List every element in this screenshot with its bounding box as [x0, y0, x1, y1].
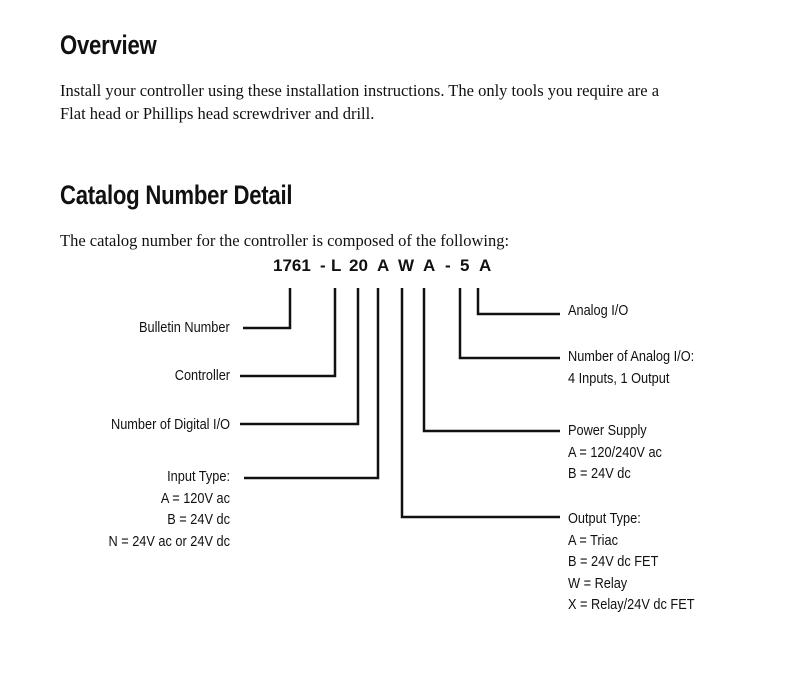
label-digital: Number of Digital I/O — [110, 416, 230, 433]
overview-text: Install your controller using these inst… — [60, 79, 659, 125]
num-analog-title: Number of Analog I/O: — [568, 348, 695, 365]
line-input — [244, 288, 380, 480]
line-output — [400, 288, 560, 519]
line-controller — [240, 288, 337, 378]
label-bulletin: Bulletin Number — [139, 319, 230, 336]
power-title: Power Supply — [568, 422, 647, 439]
output-x: X = Relay/24V dc FET — [568, 596, 695, 613]
output-title: Output Type: — [568, 510, 641, 527]
code-dash-2: - — [445, 256, 451, 275]
code-controller: L — [331, 256, 342, 275]
overview-heading: Overview — [60, 30, 157, 60]
code-input: A — [377, 256, 390, 275]
code-power: A — [423, 256, 436, 275]
line-digital — [240, 288, 360, 426]
code-digital: 20 — [349, 256, 368, 275]
line-power — [422, 288, 560, 433]
label-power: Power Supply A = 120/240V ac B = 24V dc — [568, 420, 662, 485]
power-a: A = 120/240V ac — [568, 443, 662, 461]
power-b: B = 24V dc — [568, 465, 631, 482]
line-bulletin — [243, 288, 292, 330]
catalog-intro: The catalog number for the controller is… — [60, 231, 510, 250]
overview-line-2: Flat head or Phillips head screwdriver a… — [60, 104, 375, 123]
code-bulletin: 1761 — [273, 256, 311, 275]
catalog-heading: Catalog Number Detail — [60, 180, 293, 210]
label-input-type: Input Type: A = 120V ac B = 24V dc N = 2… — [108, 466, 230, 552]
label-num-analog: Number of Analog I/O: 4 Inputs, 1 Output — [568, 346, 694, 389]
code-analog-count: 5 — [460, 256, 470, 275]
code-analog: A — [479, 256, 492, 275]
label-analog: Analog I/O — [568, 302, 629, 319]
input-a: A = 120V ac — [160, 489, 230, 507]
output-w: W = Relay — [568, 574, 628, 592]
code-dash: - — [320, 256, 326, 275]
input-title: Input Type: — [167, 468, 230, 485]
code-output: W — [398, 256, 415, 275]
line-analog-count — [458, 288, 560, 360]
input-n: N = 24V ac or 24V dc — [108, 532, 230, 550]
line-analog — [476, 288, 560, 316]
overview-line-1: Install your controller using these inst… — [60, 81, 660, 100]
input-b: B = 24V dc — [167, 511, 230, 528]
output-b: B = 24V dc FET — [568, 553, 659, 570]
num-analog-value: 4 Inputs, 1 Output — [568, 369, 670, 387]
label-controller: Controller — [174, 367, 230, 384]
label-output: Output Type: A = Triac B = 24V dc FET W … — [568, 508, 695, 616]
output-a: A = Triac — [568, 531, 618, 549]
